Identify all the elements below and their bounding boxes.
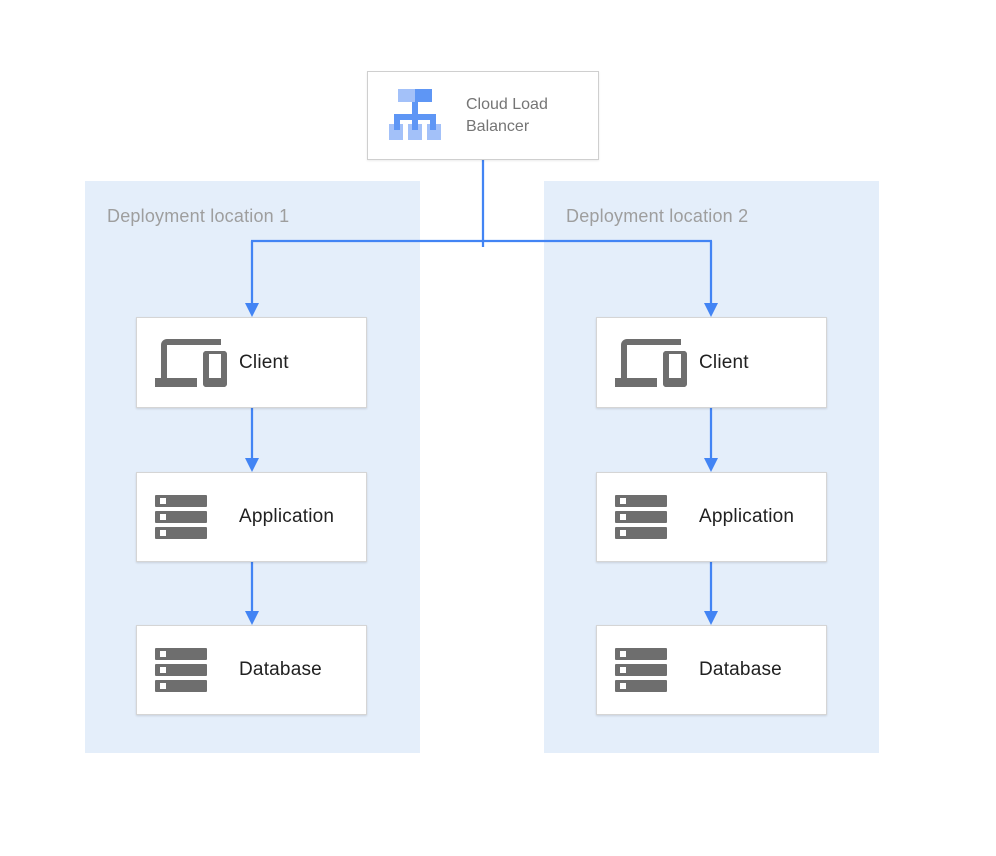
- node-label: Database: [239, 659, 322, 680]
- load-balancer-icon: [386, 86, 444, 145]
- server-stack-icon: [155, 648, 227, 692]
- deployment-location-2-label: Deployment location 2: [566, 206, 749, 226]
- deployment-location-1-label: Deployment location 1: [107, 206, 290, 226]
- node-client-1: Client: [136, 317, 367, 408]
- node-label: Application: [239, 506, 335, 527]
- node-application-2: Application: [596, 472, 827, 562]
- node-label: Client: [699, 351, 749, 373]
- server-stack-icon: [155, 495, 227, 539]
- load-balancer-label: Cloud Load Balancer: [466, 95, 548, 135]
- devices-icon: [615, 338, 687, 387]
- node-database-2: Database: [596, 625, 827, 715]
- node-label: Client: [239, 351, 289, 373]
- node-client-2: Client: [596, 317, 827, 408]
- node-label: Database: [699, 659, 782, 680]
- server-stack-icon: [615, 495, 687, 539]
- server-stack-icon: [615, 648, 687, 692]
- node-database-1: Database: [136, 625, 367, 715]
- node-cloud-load-balancer: Cloud Load Balancer: [367, 71, 599, 160]
- devices-icon: [155, 338, 227, 387]
- node-label: Application: [699, 506, 795, 527]
- node-application-1: Application: [136, 472, 367, 562]
